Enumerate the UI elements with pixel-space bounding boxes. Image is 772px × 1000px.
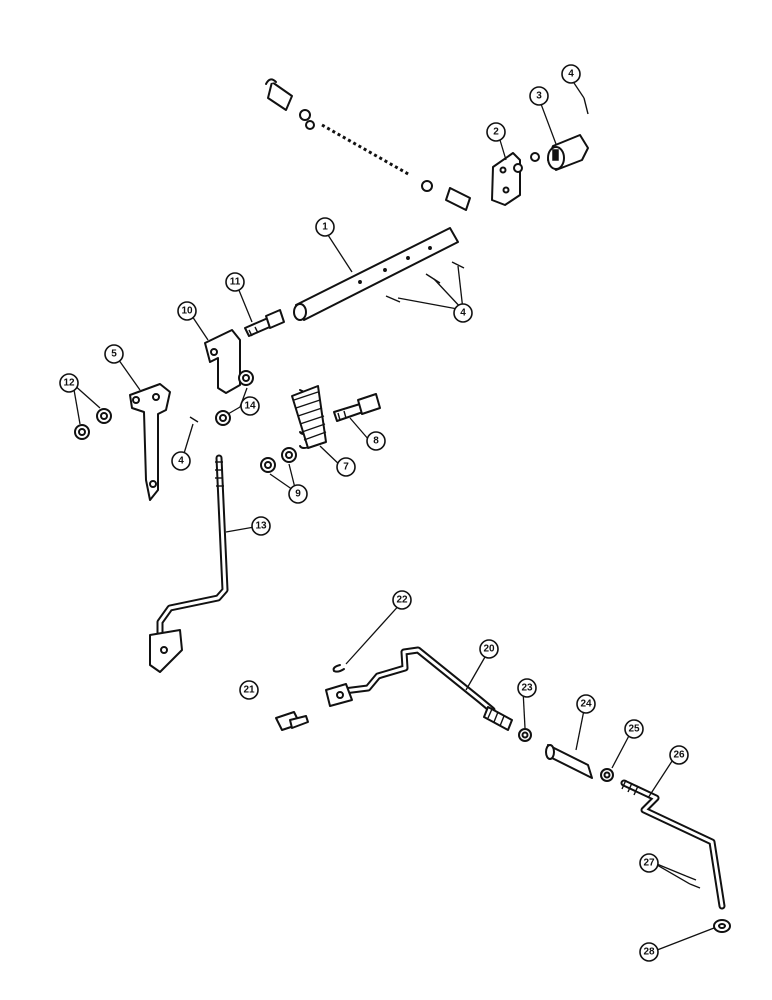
callout-1: 1: [315, 217, 335, 237]
part-3-sleeve: [547, 134, 589, 171]
callout-14-label: 14: [244, 401, 256, 412]
callout-22-label: 22: [396, 595, 408, 606]
callout-22: 22: [392, 590, 412, 610]
callout-28-label: 28: [643, 947, 655, 958]
part-11-bolt: [244, 309, 285, 337]
callout-27: 27: [639, 853, 659, 873]
part-5-lever: [129, 383, 171, 501]
callout-20-label: 20: [483, 644, 495, 655]
part-4-pin-lever: [189, 416, 199, 423]
callout-26: 26: [669, 745, 689, 765]
callout-4-lever-label: 4: [178, 456, 184, 467]
callout-27-label: 27: [643, 858, 655, 869]
callout-5: 5: [104, 344, 124, 364]
part-7-spring: [291, 385, 327, 449]
callout-12-label: 12: [63, 378, 75, 389]
callout-13-label: 13: [255, 521, 267, 532]
callout-4-top: 4: [561, 64, 581, 84]
callout-26-label: 26: [673, 750, 685, 761]
callout-14: 14: [240, 396, 260, 416]
callout-5-label: 5: [111, 349, 117, 360]
callout-24: 24: [576, 694, 596, 714]
leader-lines: [72, 82, 715, 953]
part-20-rod: [325, 646, 513, 731]
callout-21-label: 21: [243, 685, 255, 696]
callout-4-lever: 4: [171, 451, 191, 471]
callout-4-shaft: 4: [453, 303, 473, 323]
callout-11-label: 11: [230, 277, 241, 288]
part-4-pin-top: [583, 97, 589, 115]
callout-24-label: 24: [580, 699, 592, 710]
part-1-shaft: [293, 227, 459, 321]
part-24-sleeve: [545, 744, 593, 779]
callout-9: 9: [288, 484, 308, 504]
callout-10: 10: [177, 301, 197, 321]
part-12-nuts: [74, 408, 112, 440]
callout-21: 21: [239, 680, 259, 700]
part-25-nut: [600, 768, 614, 782]
callout-20: 20: [479, 639, 499, 659]
callout-11: 11: [225, 272, 245, 292]
callout-2: 2: [486, 122, 506, 142]
callout-3-label: 3: [536, 91, 542, 102]
callout-23: 23: [517, 678, 537, 698]
callout-1-label: 1: [322, 222, 328, 233]
callout-7: 7: [336, 457, 356, 477]
part-22-cotter: [332, 664, 345, 673]
part-2-bracket: [491, 152, 540, 206]
part-10-bracket: [204, 329, 241, 394]
part-4-pins: [385, 261, 465, 303]
part-14-nuts: [215, 370, 254, 426]
callout-13: 13: [251, 516, 271, 536]
callout-9-label: 9: [295, 489, 301, 500]
callout-8-label: 8: [373, 436, 379, 447]
callout-23-label: 23: [521, 683, 533, 694]
part-21-bolt: [275, 711, 309, 731]
part-26-rod: [620, 779, 726, 910]
callout-10-label: 10: [181, 306, 193, 317]
callout-8: 8: [366, 431, 386, 451]
callout-4-shaft-label: 4: [460, 308, 466, 319]
phantom-linkage: [265, 78, 471, 211]
part-9-nuts: [260, 447, 297, 473]
part-8-bolt: [333, 393, 381, 422]
callout-25-label: 25: [628, 724, 640, 735]
part-28-washer: [713, 919, 731, 933]
callout-25: 25: [624, 719, 644, 739]
part-23-nut: [518, 728, 532, 742]
callout-2-label: 2: [493, 127, 499, 138]
callout-28: 28: [639, 942, 659, 962]
part-13-rod: [149, 454, 229, 673]
part-27-pins: [685, 875, 701, 889]
callout-3: 3: [529, 86, 549, 106]
callout-7-label: 7: [343, 462, 349, 473]
callout-4-top-label: 4: [568, 69, 574, 80]
callout-12: 12: [59, 373, 79, 393]
